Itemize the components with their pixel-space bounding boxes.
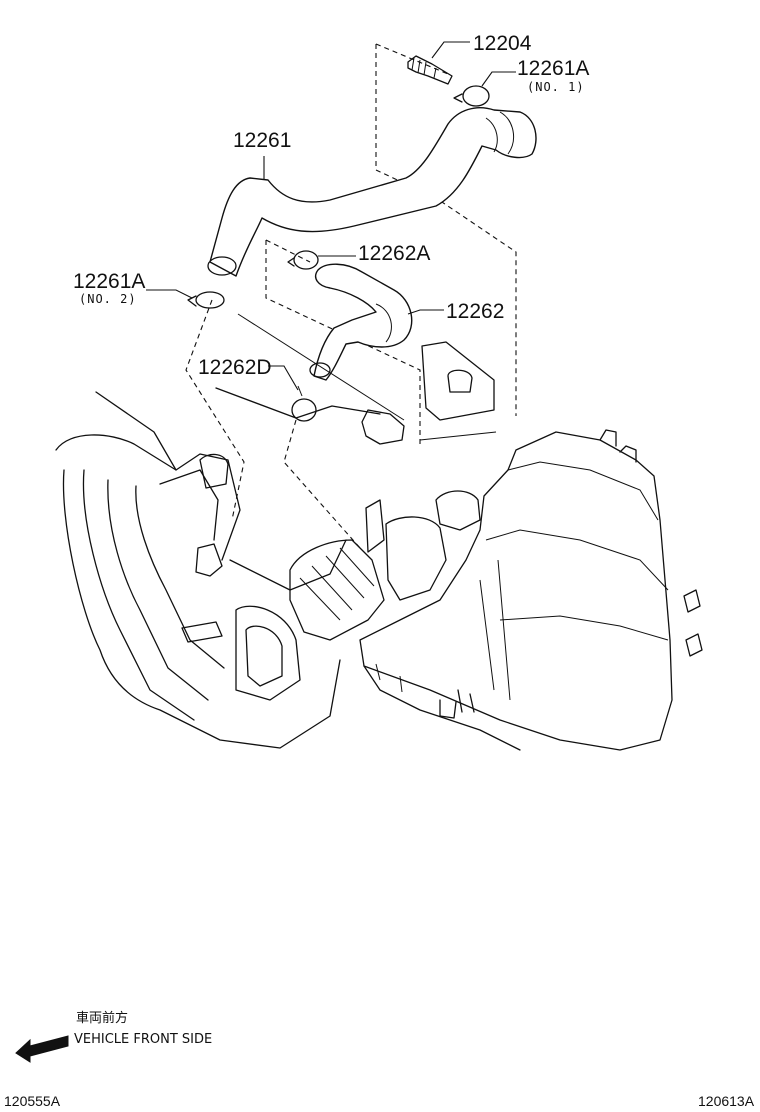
engine-assembly [55, 313, 703, 751]
label-clamp-12262a: 12262A [358, 242, 430, 265]
label-sensor: 12204 [473, 32, 532, 55]
diagram-code-right: 120613A [698, 1093, 755, 1109]
upper-hose-part[interactable] [207, 106, 537, 277]
lower-hose-part[interactable] [309, 263, 413, 381]
diagram-code-left: 120555A [4, 1093, 61, 1109]
label-clamp-no1: 12261A [517, 57, 589, 80]
clamp-no2-part[interactable] [187, 291, 225, 309]
direction-label-jp: 車両前方 [76, 1010, 128, 1026]
leader-lines [146, 41, 516, 391]
sensor-part[interactable] [407, 55, 453, 85]
label-clamp-no2-sub: (NO. 2) [79, 292, 137, 306]
clamp-no1-part[interactable] [453, 85, 490, 107]
arrow-left-icon [15, 1035, 69, 1063]
label-clamp-no1-sub: (NO. 1) [527, 80, 585, 94]
direction-label-en: VEHICLE FRONT SIDE [74, 1032, 212, 1047]
plug-part[interactable] [291, 385, 317, 422]
label-lower-hose: 12262 [446, 300, 504, 323]
label-clamp-no2: 12261A [73, 270, 145, 293]
label-plug: 12262D [198, 356, 272, 379]
clamp-12262a-part[interactable] [287, 250, 319, 270]
label-upper-hose: 12261 [233, 129, 291, 152]
